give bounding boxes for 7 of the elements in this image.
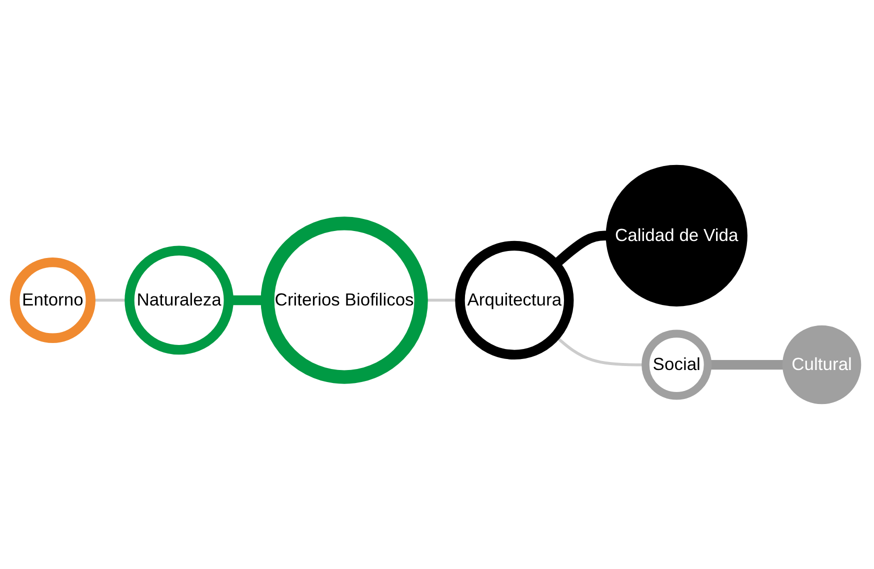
node-circle: Calidad de Vida: [606, 164, 748, 306]
node-circle: Criterios Biofilicos: [260, 216, 428, 384]
node-circle: Social: [642, 330, 712, 400]
node-circle: Arquitectura: [455, 240, 574, 360]
node-circle: Cultural: [782, 325, 862, 404]
node-circle: Naturaleza: [124, 246, 234, 355]
node-circle: Entorno: [10, 257, 96, 343]
